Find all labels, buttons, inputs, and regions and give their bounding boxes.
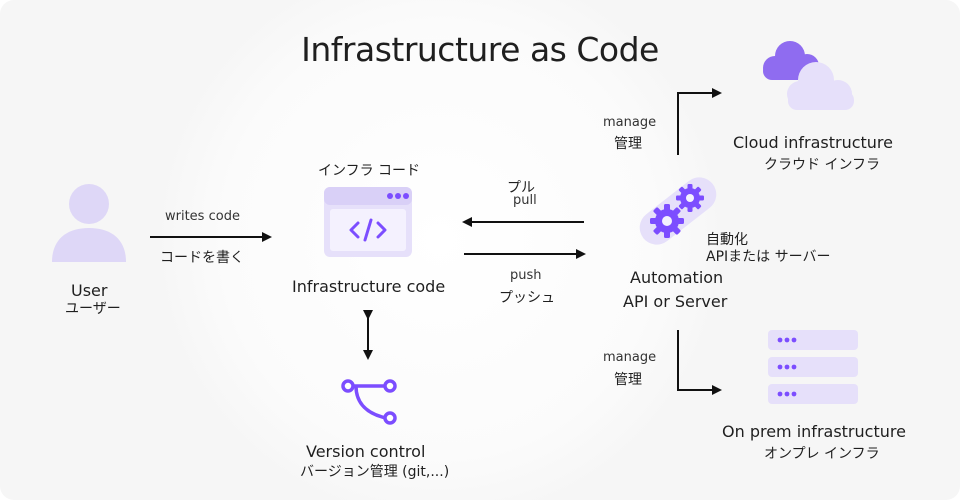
manage-onprem-arrow [677, 330, 722, 395]
onprem-label-jp: オンプレ インフラ [764, 446, 880, 462]
manage-top-label-jp: 管理 [614, 136, 642, 152]
automation-sub: API or Server [623, 292, 728, 311]
background-glow [160, 0, 720, 500]
cloud-label: Cloud infrastructure [733, 133, 893, 152]
code-window-icon [324, 187, 412, 257]
vcs-label: Version control [306, 442, 426, 461]
server-stack-icon [768, 330, 858, 404]
user-label-jp: ユーザー [65, 301, 121, 317]
manage-bottom-label: manage [603, 350, 657, 365]
automation-api-jp: APIまたは サーバー [706, 249, 831, 265]
automation-label-jp: 自動化 [706, 232, 748, 248]
diagram-title: Infrastructure as Code [301, 30, 659, 69]
vcs-label-jp: バージョン管理 (git,...) [300, 464, 450, 480]
gears-icon [639, 177, 717, 245]
manage-cloud-arrow [677, 88, 722, 155]
manage-top-label: manage [603, 115, 657, 130]
pull-label-jp: プル [507, 180, 535, 196]
user-icon [52, 184, 126, 262]
writes-code-label: writes code [165, 209, 240, 224]
cloud-label-jp: クラウド インフラ [764, 157, 881, 173]
code-label: Infrastructure code [292, 277, 446, 296]
push-label-jp: プッシュ [499, 290, 555, 306]
cloud-icon [763, 41, 854, 110]
push-label: push [510, 268, 542, 283]
manage-bottom-label-jp: 管理 [614, 372, 642, 388]
onprem-label: On prem infrastructure [722, 422, 906, 441]
code-label-jp: インフラ コード [318, 163, 421, 179]
branch-icon [341, 379, 397, 425]
automation-label: Automation [630, 268, 724, 287]
writes-code-label-jp: コードを書く [160, 250, 244, 266]
user-label: User [71, 281, 108, 300]
pull-label: pull [513, 193, 537, 208]
